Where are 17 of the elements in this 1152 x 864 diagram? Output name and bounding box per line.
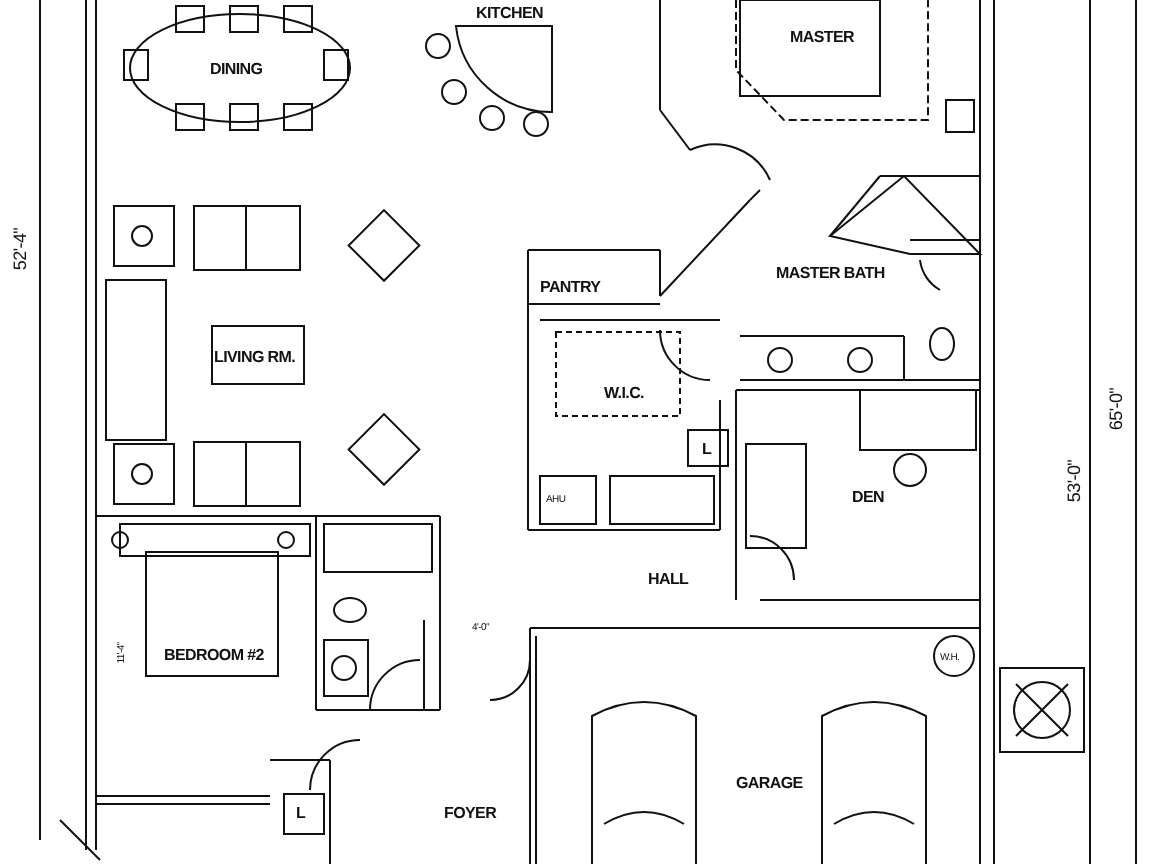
room-label: DEN <box>852 488 884 506</box>
room-label: FOYER <box>444 804 497 822</box>
room-label: KITCHEN <box>476 4 543 22</box>
room-label: LIVING RM. <box>214 348 296 366</box>
dimension-text: 65'-0" <box>1108 387 1127 431</box>
fixture-label: L <box>296 804 306 822</box>
room-label: BEDROOM #2 <box>164 646 264 664</box>
fixture-label: L <box>702 440 712 458</box>
room-label: GARAGE <box>736 774 803 792</box>
dimension-text: 53'-0" <box>1066 459 1085 503</box>
room-label: HALL <box>648 570 689 588</box>
room-label: MASTER <box>790 28 854 46</box>
room-label: PANTRY <box>540 278 601 296</box>
room-label: DINING <box>210 60 263 78</box>
room-label: W.I.C. <box>604 384 644 402</box>
dimension-text: 52'-4" <box>12 227 31 271</box>
room-label: MASTER BATH <box>776 264 885 282</box>
